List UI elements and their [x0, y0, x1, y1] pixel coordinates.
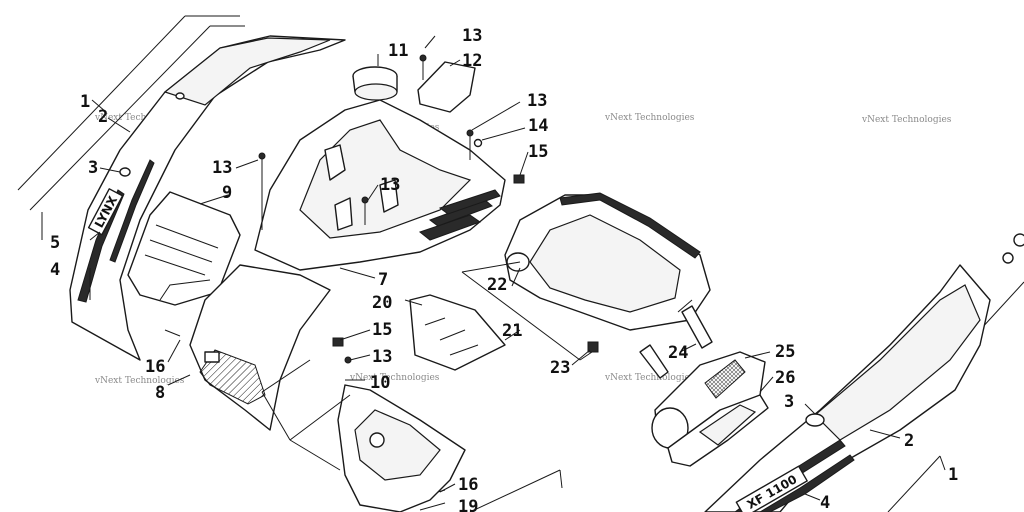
callout-label: 11 [388, 41, 408, 61]
callout-label: 1 [80, 92, 90, 112]
callout-label: 16 [145, 357, 165, 377]
watermark-text: vNext Technologies [94, 376, 185, 386]
nose-frame [261, 359, 563, 512]
callout-label: 13 [380, 175, 400, 195]
callout-label: 4 [820, 493, 830, 512]
film-part [409, 294, 506, 371]
callout-label: 13 [372, 347, 392, 367]
callout-label: 21 [502, 321, 522, 341]
clips [332, 174, 525, 347]
watermark-text: vNext Technologies [604, 113, 695, 123]
callout-label: 15 [528, 142, 548, 162]
callout-label: 23 [550, 358, 570, 378]
watermark-text: vNext Technologies [349, 373, 440, 383]
right-panel-bracket [887, 281, 1024, 512]
console-part [504, 192, 711, 331]
callout-label: 10 [370, 373, 390, 393]
callout-label: 24 [668, 343, 688, 363]
callout-label: 3 [784, 392, 794, 412]
callout-label: 3 [88, 158, 98, 178]
liner-part [127, 191, 241, 306]
callout-label: 5 [50, 233, 60, 253]
callout-label: 13 [212, 158, 232, 178]
left-side-panel: LYNX [69, 35, 346, 361]
hood-top-cowl [254, 99, 506, 271]
rivet-icon [119, 167, 131, 177]
clip-23 [587, 341, 599, 353]
bracket-part [417, 61, 476, 113]
callout-label: 2 [904, 431, 914, 451]
strap-part [639, 299, 713, 379]
watermark-text: vNext Technologies [861, 115, 952, 125]
watermark-text: vNext Technologies [604, 373, 695, 383]
callout-label: 25 [775, 342, 795, 362]
callout-label: 4 [50, 260, 60, 280]
grommet-icon [473, 138, 483, 148]
callout-label: 1 [948, 465, 958, 485]
callout-labels: 1 2 3 4 5 7 8 9 10 11 12 13 13 13 13 13 … [50, 26, 958, 512]
vent-part [352, 66, 398, 101]
callout-label: 13 [462, 26, 482, 46]
watermark-text: vNext Technologies [94, 113, 185, 123]
callout-label: 22 [487, 275, 507, 295]
bag-holder-part [667, 394, 769, 467]
leader-lines [89, 35, 901, 501]
callout-label: 16 [458, 475, 478, 495]
callout-label: 15 [372, 320, 392, 340]
callout-label: 26 [775, 368, 795, 388]
front-nose-part [189, 264, 331, 431]
callout-label: 2 [98, 107, 108, 127]
callout-label: 13 [527, 91, 547, 111]
callout-label: 7 [378, 270, 388, 290]
callout-label: 8 [155, 383, 165, 403]
callout-label: 9 [222, 183, 232, 203]
screws [258, 54, 483, 364]
callout-label: 19 [458, 497, 478, 512]
storage-bag-part [651, 351, 766, 453]
left-panel-bracket [17, 15, 245, 240]
lower-nose-part [289, 384, 466, 512]
callout-label: 20 [372, 293, 392, 313]
callout-label: 12 [462, 51, 482, 71]
callout-label: 14 [528, 116, 548, 136]
right-side-panel: XF 1100 [704, 233, 1024, 512]
